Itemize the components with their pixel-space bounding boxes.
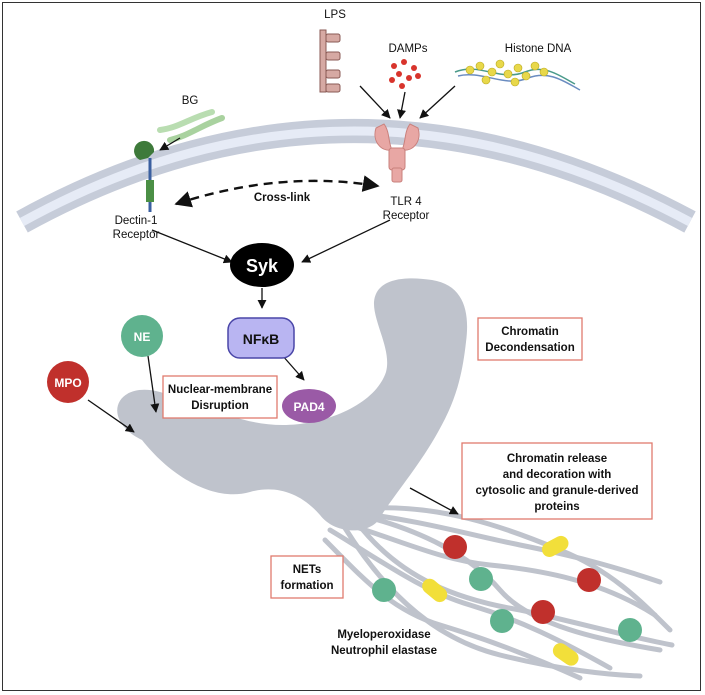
yellow-protein bbox=[541, 535, 569, 557]
svg-text:Chromatin: Chromatin bbox=[501, 326, 559, 338]
tlr4-receptor-icon bbox=[374, 123, 420, 183]
svg-text:and decoration with: and decoration with bbox=[503, 469, 612, 481]
nfkb-node bbox=[227, 317, 295, 359]
net-proteins bbox=[372, 535, 642, 666]
chromatin-decondensation-box: Chromatin Decondensation bbox=[477, 317, 583, 361]
mpo-granule bbox=[443, 535, 467, 559]
nets-formation-box: NETs formation bbox=[270, 555, 344, 599]
damps-icon bbox=[389, 59, 421, 89]
yellow-protein bbox=[422, 578, 448, 603]
ne-granule bbox=[469, 567, 493, 591]
ne-granule bbox=[372, 578, 396, 602]
mpo-granule bbox=[577, 568, 601, 592]
mpo-node bbox=[47, 361, 89, 403]
svg-text:formation: formation bbox=[280, 580, 333, 592]
svg-text:NETs: NETs bbox=[293, 564, 322, 576]
lps-icon bbox=[319, 29, 341, 93]
tlr4-label: TLR 4 bbox=[390, 196, 422, 208]
histone-dna-label: Histone DNA bbox=[505, 43, 572, 55]
ne-granule bbox=[618, 618, 642, 642]
svg-text:Disruption: Disruption bbox=[191, 400, 249, 412]
yellow-protein bbox=[552, 643, 579, 666]
crosslink-label: Cross-link bbox=[254, 192, 311, 204]
dectin-1-label: Dectin-1 bbox=[115, 215, 158, 227]
svg-text:cytosolic and granule-derived: cytosolic and granule-derived bbox=[476, 485, 639, 497]
svg-text:Decondensation: Decondensation bbox=[485, 342, 574, 354]
cell-membrane bbox=[16, 119, 696, 233]
svg-text:Nuclear-membrane: Nuclear-membrane bbox=[168, 384, 272, 396]
dectin-1-receptor-icon bbox=[134, 140, 155, 212]
syk-label: Syk bbox=[246, 256, 279, 276]
mpo-label: MPO bbox=[54, 376, 81, 390]
lps-label: LPS bbox=[324, 9, 346, 21]
histone-dna-icon bbox=[454, 59, 581, 91]
pathway-arrows bbox=[87, 85, 459, 515]
nucleus bbox=[117, 278, 468, 531]
tlr4-receptor-label: Receptor bbox=[383, 210, 430, 222]
svg-text:proteins: proteins bbox=[534, 501, 579, 513]
dectin-1-receptor-label: Receptor bbox=[113, 229, 160, 241]
syk-node bbox=[230, 243, 294, 287]
damps-label: DAMPs bbox=[389, 43, 428, 55]
svg-text:Chromatin release: Chromatin release bbox=[507, 453, 607, 465]
myeloperoxidase-label: Myeloperoxidase bbox=[337, 629, 430, 641]
mpo-granule bbox=[531, 600, 555, 624]
bg-label: BG bbox=[182, 95, 199, 107]
nuclear-membrane-disruption-box: Nuclear-membrane Disruption bbox=[162, 375, 278, 419]
neutrophil-elastase-label: Neutrophil elastase bbox=[331, 645, 437, 657]
chromatin-release-box: Chromatin release and decoration with cy… bbox=[461, 442, 653, 520]
bg-icon bbox=[157, 109, 225, 143]
pad4-label: PAD4 bbox=[293, 400, 324, 414]
pad4-node bbox=[282, 389, 336, 423]
ne-label: NE bbox=[134, 330, 151, 344]
ne-granule bbox=[490, 609, 514, 633]
ne-node bbox=[121, 315, 163, 357]
nfkb-label: NFκB bbox=[243, 331, 280, 347]
